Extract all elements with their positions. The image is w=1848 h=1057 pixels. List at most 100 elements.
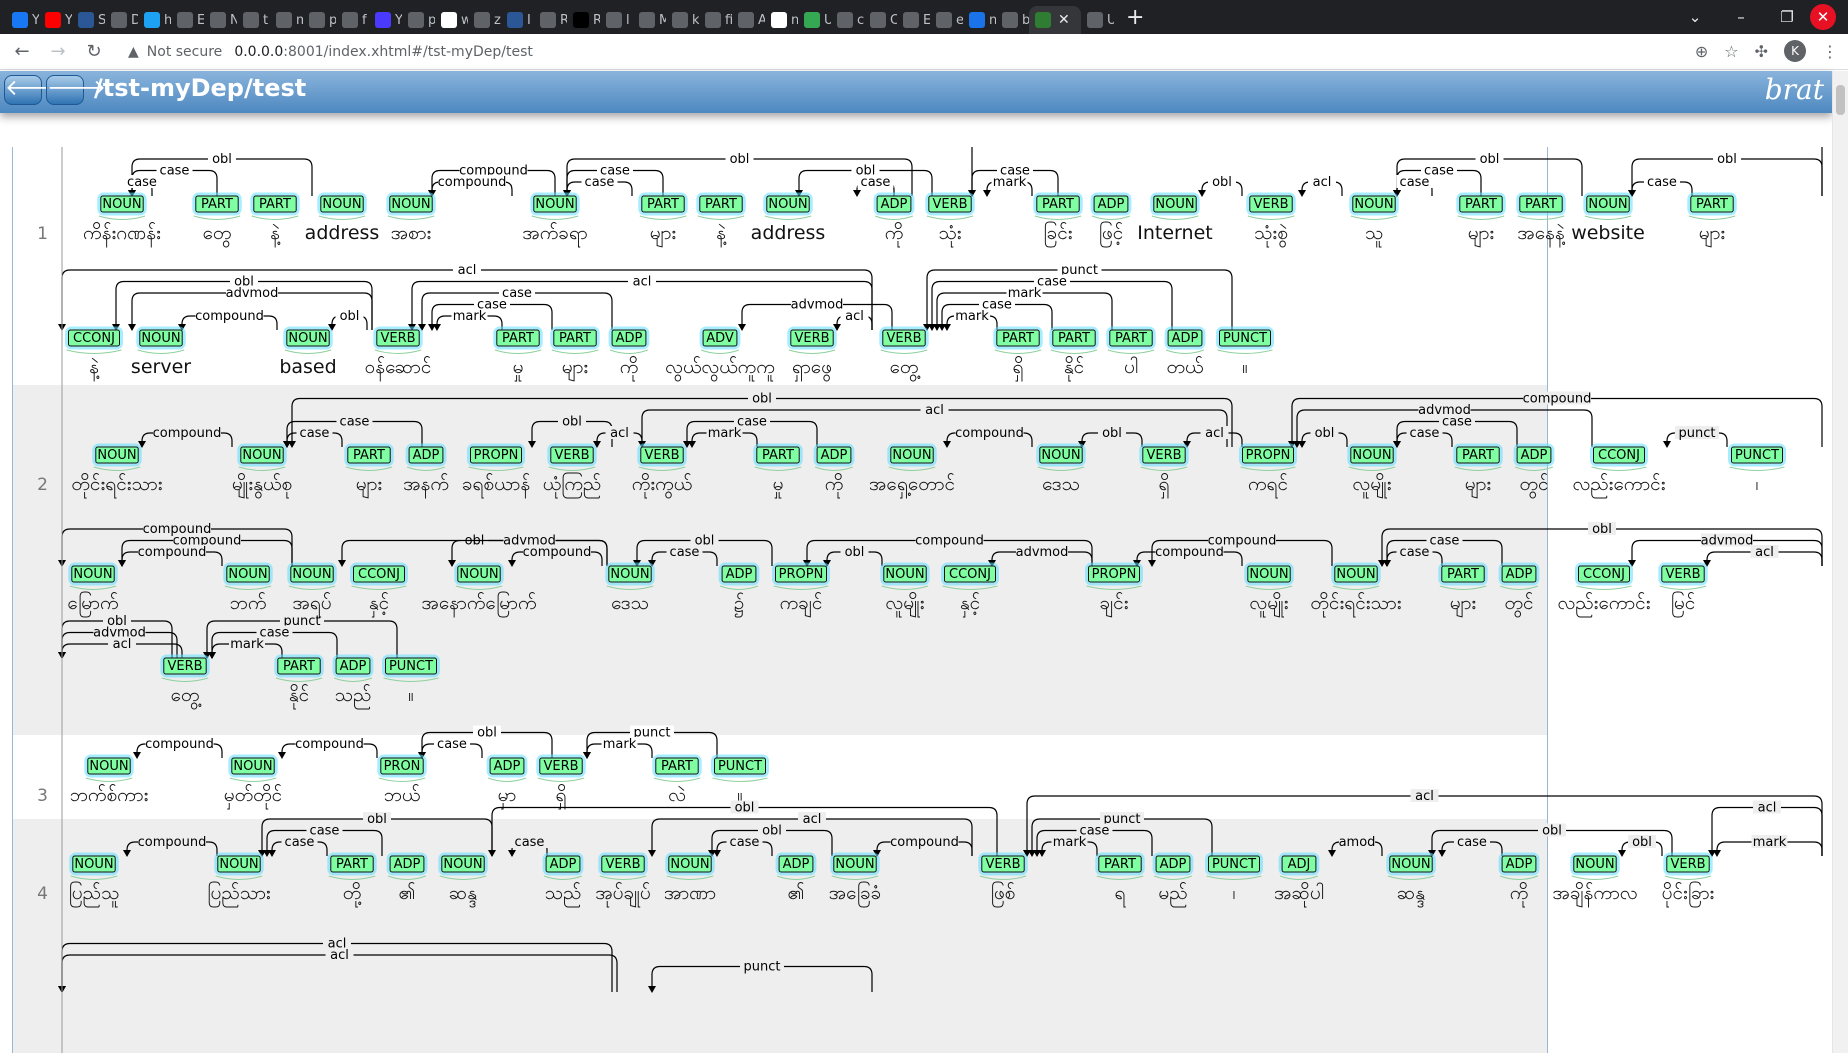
page-scrollbar[interactable] (1832, 71, 1848, 1053)
dependency-arc[interactable]: obl (488, 800, 998, 858)
dependency-arc[interactable]: compound (278, 737, 378, 759)
dependency-arc[interactable]: mark (433, 309, 503, 331)
browser-tab-24[interactable]: U (798, 6, 831, 34)
pos-tag[interactable]: NOUN (69, 852, 119, 876)
restore-button[interactable]: ❐ (1780, 8, 1794, 26)
pos-tag[interactable]: ADP (1152, 852, 1194, 876)
pos-tag[interactable]: CCONJ (350, 562, 408, 586)
token-text[interactable]: မျိုးနွယ်စု (232, 472, 292, 499)
browser-tab-last[interactable]: U (1081, 6, 1114, 34)
token-text[interactable]: များ (1465, 473, 1492, 499)
dependency-arc[interactable]: mark (208, 637, 283, 659)
dependency-arc[interactable]: obl (258, 812, 493, 857)
token-text[interactable]: တွေ (203, 222, 232, 248)
token-text[interactable]: အရပ် (292, 591, 331, 618)
pos-tag[interactable]: NOUN (605, 562, 655, 586)
token-text[interactable]: ဆန္ဒ (449, 882, 477, 908)
token-text[interactable]: တွေ့ (890, 356, 921, 382)
token-text[interactable]: သုံး (938, 222, 961, 248)
token-text[interactable]: အဆိုပါ (1274, 881, 1324, 908)
pos-tag[interactable]: NOUN (1347, 443, 1397, 467)
pos-tag[interactable]: PART (550, 326, 600, 350)
pos-tag[interactable]: ADP (332, 654, 374, 678)
browser-tab-5[interactable]: E (171, 6, 204, 34)
token-text[interactable]: များ (562, 356, 589, 382)
browser-tab-12[interactable]: p (402, 6, 435, 34)
pos-tag[interactable]: ADP (1498, 852, 1540, 876)
token-text[interactable]: အချိန်ကာလ (1552, 881, 1637, 908)
pos-tag[interactable]: PART (652, 754, 702, 778)
pos-tag[interactable]: VERB (1658, 562, 1708, 586)
dependency-arc[interactable]: obl (1428, 823, 1673, 858)
token-text[interactable]: လည်းကောင်း (1557, 591, 1650, 618)
pos-tag[interactable]: PRON (377, 754, 427, 778)
dependency-arc[interactable]: case (563, 175, 633, 197)
pos-tag[interactable]: ADP (542, 852, 584, 876)
dependency-arc[interactable]: compound (1288, 391, 1823, 449)
dependency-arc[interactable]: case (928, 274, 1173, 332)
token-text[interactable]: မည် (1158, 881, 1187, 908)
dependency-arc[interactable]: case (1383, 545, 1443, 567)
token-text[interactable]: website (1571, 222, 1645, 244)
browser-tab-13[interactable]: w (435, 6, 468, 34)
token-text[interactable]: အာဏာ (664, 882, 716, 904)
token-text[interactable]: နိုင် (289, 683, 310, 710)
token-text[interactable]: နှင့် (369, 591, 390, 618)
token-text[interactable]: တယ် (1167, 355, 1204, 378)
dependency-arc[interactable]: obl (823, 545, 883, 567)
dependency-arc[interactable]: case (683, 414, 818, 449)
token-text[interactable]: ကို (885, 221, 904, 248)
token-text[interactable]: အနောက်မြောက် (421, 590, 536, 618)
pos-tag[interactable]: PUNCT (711, 754, 769, 778)
dependency-arc[interactable]: advmod (1293, 403, 1593, 448)
token-text[interactable]: သုံးစွဲ (1254, 222, 1288, 248)
token-text[interactable]: သူ (1365, 222, 1383, 248)
dependency-arc[interactable]: punct (583, 725, 718, 760)
token-text[interactable]: ရ (1115, 882, 1127, 908)
token-text[interactable]: based (279, 356, 336, 378)
pos-tag[interactable]: NOUN (386, 192, 436, 216)
dependency-arc[interactable]: punct (1663, 426, 1728, 448)
browser-tab-7[interactable]: t (237, 6, 270, 34)
warning-icon[interactable]: ▲ (128, 43, 139, 60)
minimize-button[interactable]: – (1737, 8, 1745, 26)
pos-tag[interactable]: ADJ (1278, 852, 1320, 876)
dependency-arc[interactable]: obl (1618, 835, 1663, 857)
pos-tag[interactable]: ADP (873, 192, 915, 216)
dependency-arc[interactable]: compound (118, 545, 223, 567)
token-text[interactable]: ဘယ် (384, 783, 421, 806)
pos-tag[interactable]: VERB (1246, 192, 1296, 216)
token-text[interactable]: ကို (825, 472, 844, 499)
dependency-arc[interactable]: compound (943, 426, 1033, 448)
pos-tag[interactable]: VERB (879, 326, 929, 350)
token-text[interactable]: တို့ (343, 881, 362, 908)
token-text[interactable]: မြင် (1671, 590, 1696, 618)
dependency-arc[interactable]: obl (1078, 426, 1143, 448)
token-text[interactable]: ဒေသ (1042, 473, 1080, 495)
pos-tag[interactable]: PUNCT (1216, 326, 1274, 350)
pos-tag[interactable]: VERB (978, 852, 1028, 876)
token-text[interactable]: များ (1468, 222, 1495, 248)
browser-tab-10[interactable]: f (336, 6, 369, 34)
dependency-arc[interactable]: case (853, 175, 895, 197)
token-text[interactable]: ၊ (1232, 882, 1235, 904)
pos-tag[interactable]: NOUN (1570, 852, 1620, 876)
pos-tag[interactable]: NOUN (887, 443, 937, 467)
pos-tag[interactable]: NOUN (136, 326, 186, 350)
pos-tag[interactable]: NOUN (1386, 852, 1436, 876)
pos-tag[interactable]: NOUN (317, 192, 367, 216)
close-window-button[interactable]: ✕ (1810, 4, 1836, 30)
token-text[interactable]: ပြည်သူ (69, 880, 120, 908)
browser-tab-29[interactable]: n (963, 6, 996, 34)
token-text[interactable]: များ (1699, 222, 1726, 248)
token-text[interactable]: တွေ့ (171, 684, 202, 710)
pos-tag[interactable]: NOUN (92, 443, 142, 467)
token-text[interactable]: ပြည်သား (207, 880, 270, 908)
pos-tag[interactable]: PART (1049, 326, 1099, 350)
pos-tag[interactable]: NOUN (665, 852, 715, 876)
pos-tag[interactable]: NOUN (287, 562, 337, 586)
zoom-icon[interactable]: ⊕ (1694, 41, 1709, 61)
browser-tab-19[interactable]: M (633, 6, 666, 34)
dependency-arc[interactable]: obl (708, 823, 833, 858)
pos-tag[interactable]: NOUN (454, 562, 504, 586)
